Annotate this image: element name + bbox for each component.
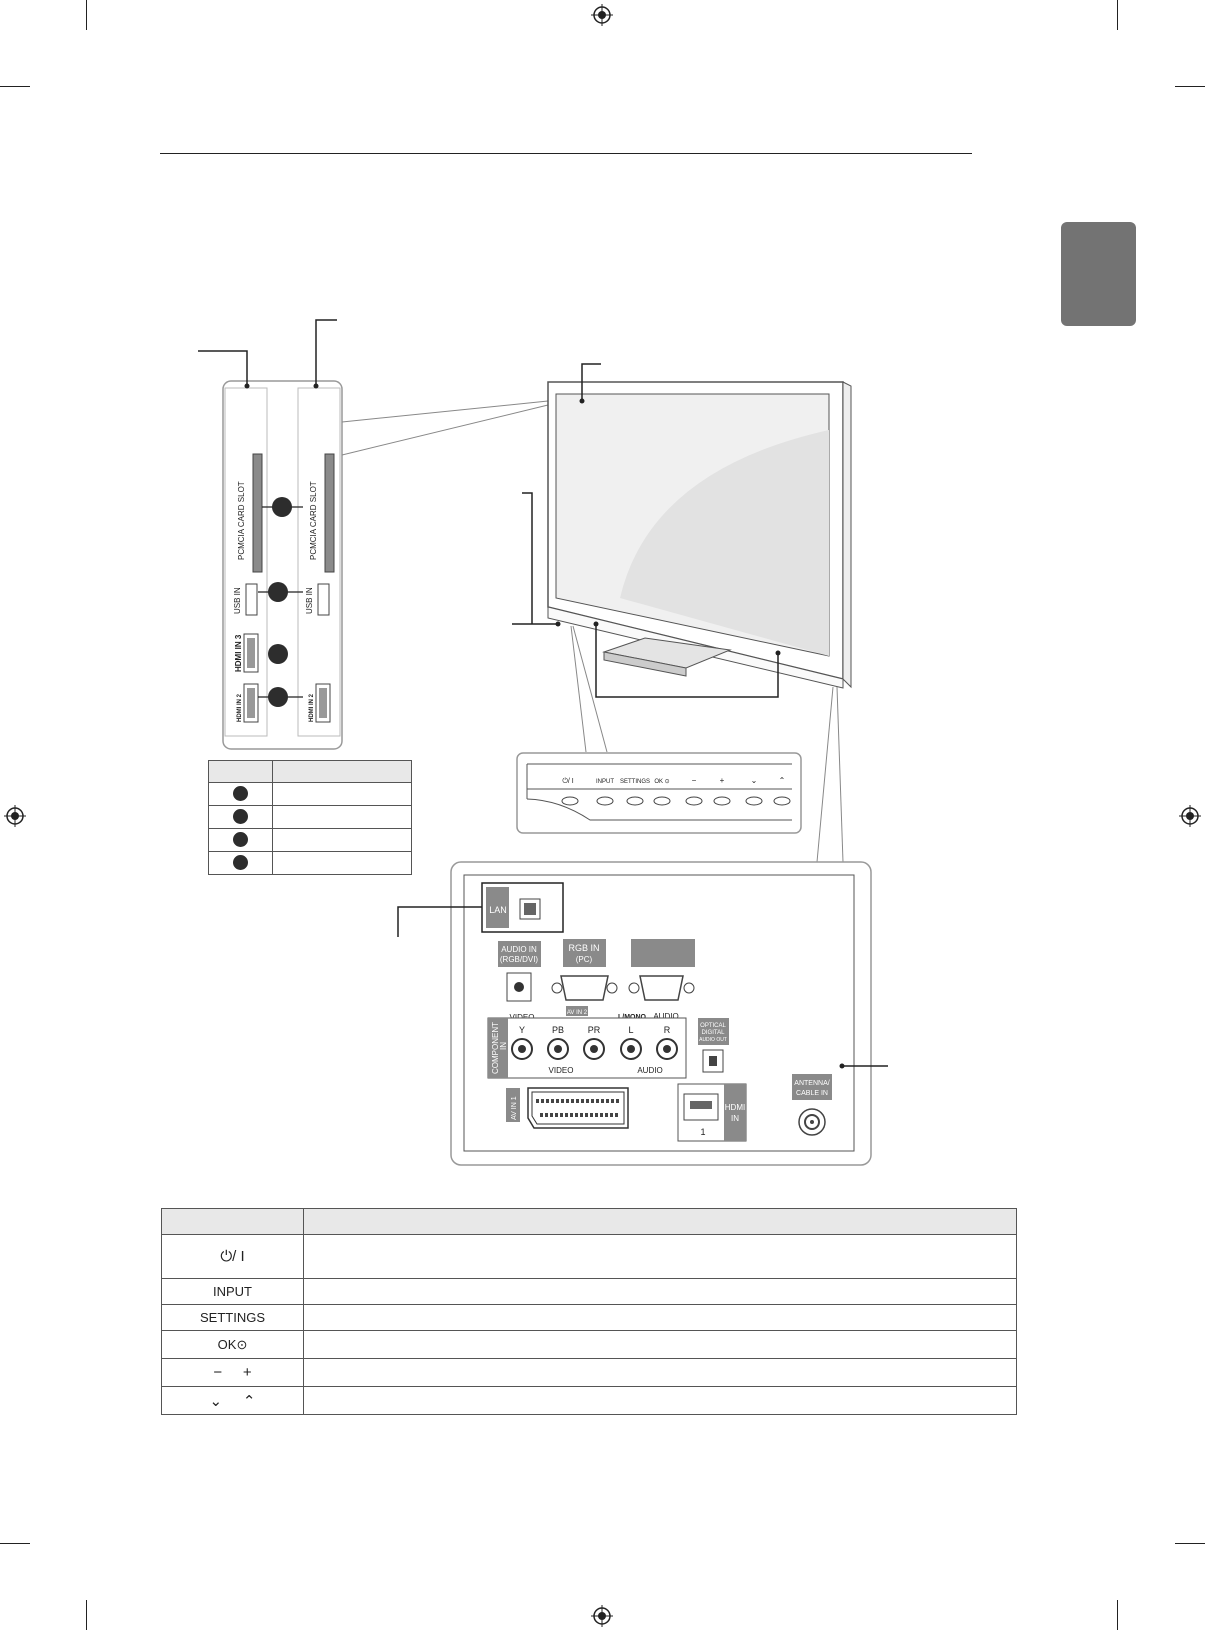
av-in1-label: AV IN 1 [511,1096,518,1120]
registration-mark [591,4,613,26]
legend-dot [233,832,248,848]
legend-dot [233,809,248,825]
registration-mark [591,1605,613,1627]
legend-desc-cell [272,851,412,875]
description-cell [303,1386,1017,1415]
side-panel: PCMCIA CARD SLOT PCMCIA CARD SLOT USB IN… [198,319,549,750]
legend-table [208,760,412,875]
antenna-label-2: CABLE IN [796,1090,828,1097]
crop-mark [86,1600,87,1630]
btn-label-power: ⏻/ I [562,777,573,785]
registration-mark [4,805,26,827]
rear-panel: LAN AUDIO IN (RGB/DVI) RGB IN (PC) AV IN… [397,861,888,1166]
button-cell-channel: ⌄ ⌃ [161,1386,304,1415]
hdmi2-label-2: HDMI IN 2 [309,693,315,722]
legend-header-cell [272,760,412,783]
description-cell [303,1304,1017,1331]
chapter-tab [1061,222,1136,326]
jack-y-label: Y [519,1025,525,1035]
jack-pr-label: PR [588,1025,601,1035]
pcmcia-label-1: PCMCIA CARD SLOT [237,481,246,560]
component-label: COMPONENT [491,1022,500,1074]
legend-dot-cell [208,805,273,829]
jack-pb-label: PB [552,1025,564,1035]
crop-mark [1175,86,1205,87]
btn-label-plus: + [720,776,725,785]
header-rule [160,153,972,154]
antenna-label-1: ANTENNA/ [794,1080,829,1087]
pcmcia-label-2: PCMCIA CARD SLOT [309,481,318,560]
btn-label-down: ⌄ [751,776,758,785]
crop-mark [1175,1543,1205,1544]
legend-dot [233,855,248,871]
button-cell-ok: OK⊙ [161,1330,304,1359]
description-cell [303,1234,1017,1279]
hdmi-in-sub: IN [731,1114,739,1123]
hdmi-in-label: HDMI [725,1103,745,1112]
hdmi2-label-1: HDMI IN 2 [237,693,243,722]
hdmi-num: 1 [700,1127,705,1137]
jack-l-label: L [628,1025,633,1035]
legend-dot-cell [208,828,273,852]
jack-r-label: R [664,1025,671,1035]
btn-label-minus: − [692,776,697,785]
video-bottom-label: VIDEO [549,1066,574,1075]
legend-desc-cell [272,782,412,806]
usb-label-2: USB IN [305,587,314,614]
description-cell [303,1278,1017,1305]
legend-header-cell [208,760,273,783]
audio-top-label: AUDIO [653,1012,678,1021]
optical-label-2: DIGITAL [702,1030,726,1036]
description-cell [303,1358,1017,1387]
crop-mark [0,86,30,87]
legend-desc-cell [272,828,412,852]
button-cell-volume: − + [161,1358,304,1387]
crop-mark [1117,0,1118,30]
av-in2-label: AV IN 2 [567,1010,588,1016]
button-cell-settings: SETTINGS [161,1304,304,1331]
optical-label-1: OPTICAL [700,1023,726,1029]
crop-mark [1117,1600,1118,1630]
tv-illustration [512,363,852,863]
hdmi3-label: HDMI IN 3 [234,634,243,672]
description-cell [303,1330,1017,1359]
audio-bottom-label: AUDIO [637,1066,662,1075]
audio-in-label: AUDIO IN [501,945,537,954]
optical-label-3: AUDIO OUT [699,1037,727,1043]
btn-label-ok: OK ⊙ [654,779,669,785]
registration-mark [1179,805,1201,827]
lan-label: LAN [489,905,507,915]
legend-dot-cell [208,782,273,806]
table-header-cell [161,1208,304,1235]
legend-dot-cell [208,851,273,875]
rgb-in-sub: (PC) [576,955,593,964]
button-cell-input: INPUT [161,1278,304,1305]
btn-label-input: INPUT [596,779,614,785]
front-button-panel: ⏻/ I INPUT SETTINGS OK ⊙ − + ⌄ ⌃ [516,752,802,834]
legend-desc-cell [272,805,412,829]
audio-in-sub: (RGB/DVI) [500,955,539,964]
crop-mark [0,1543,30,1544]
rgb-in-label: RGB IN [568,943,599,953]
crop-mark [86,0,87,30]
table-header-cell [303,1208,1017,1235]
btn-label-up: ⌃ [779,776,786,785]
component-in-label: IN [499,1042,508,1050]
legend-dot [233,786,248,802]
button-function-table: ⏻/ I INPUT SETTINGS OK⊙ − + ⌄ ⌃ [161,1208,1017,1415]
button-cell-power: ⏻/ I [161,1234,304,1279]
btn-label-settings: SETTINGS [620,779,650,785]
usb-label-1: USB IN [233,587,242,614]
